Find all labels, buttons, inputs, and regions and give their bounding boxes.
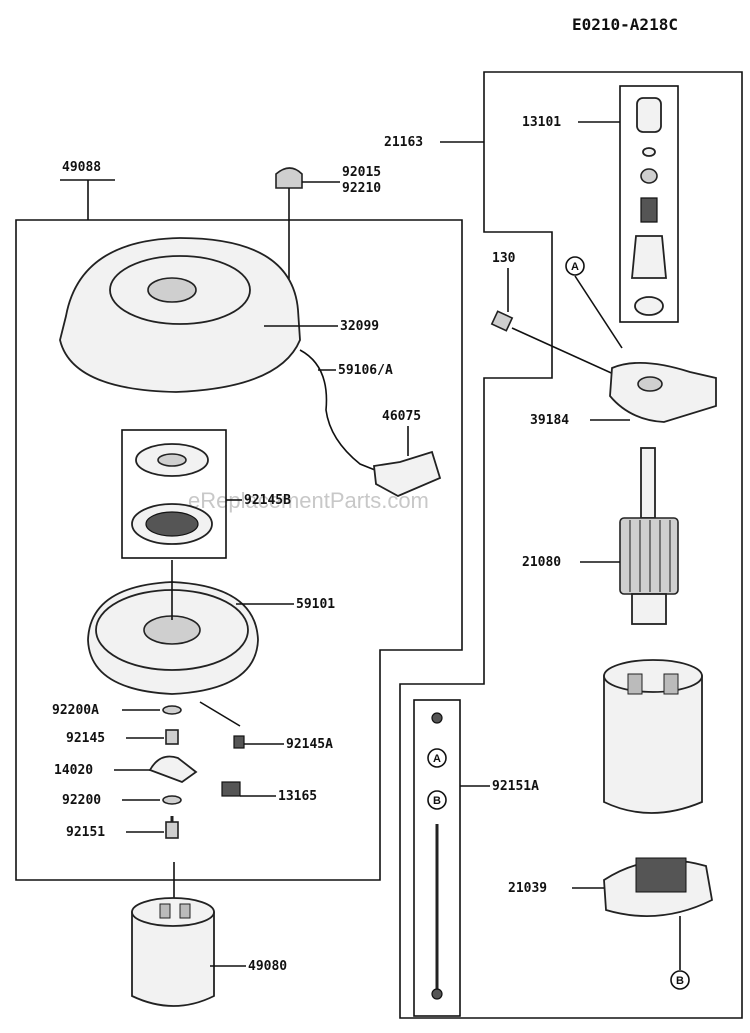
- ratchet-14020: [148, 755, 198, 784]
- label-92145B: 92145B: [244, 493, 291, 508]
- washer-92200: [162, 795, 182, 805]
- pawl-13165: [221, 781, 241, 797]
- label-92151A: 92151A: [492, 779, 539, 794]
- label-59101: 59101: [296, 597, 335, 612]
- label-59106: 59106/A: [338, 363, 393, 378]
- label-13101: 13101: [522, 115, 561, 130]
- screw-130: [490, 310, 514, 332]
- label-39184: 39184: [530, 413, 569, 428]
- label-32099: 32099: [340, 319, 379, 334]
- svg-text:A: A: [433, 753, 441, 765]
- pinion-spring: [640, 197, 658, 223]
- label-130: 130: [492, 251, 516, 266]
- cap-nut-92015: [275, 167, 303, 189]
- handle-46075: [373, 450, 442, 497]
- label-46075: 46075: [382, 409, 421, 424]
- label-92015: 92015: [342, 165, 381, 180]
- label-92200: 92200: [62, 793, 101, 808]
- pinion-nut: [640, 168, 658, 184]
- label-92145: 92145: [66, 731, 105, 746]
- label-92151: 92151: [66, 825, 105, 840]
- svg-text:A: A: [571, 261, 579, 273]
- armature-shaft: [640, 447, 656, 519]
- bracket-39184: [609, 361, 717, 423]
- bolt-92151: [165, 821, 179, 839]
- label-49088: 49088: [62, 160, 101, 175]
- label-92145A: 92145A: [286, 737, 333, 752]
- recoil-starter-assembly-frame: [15, 219, 463, 881]
- ref-mark-a: [565, 256, 585, 276]
- spring-92145: [165, 729, 179, 745]
- starter-rope: [299, 349, 381, 473]
- starter-motor-assembly-frame: [399, 71, 743, 1019]
- svg-text:B: B: [676, 975, 684, 987]
- washer-92200A: [162, 705, 182, 715]
- label-92200A: 92200A: [52, 703, 99, 718]
- pinion-washer: [642, 147, 656, 157]
- pinion-gear: [631, 235, 667, 279]
- spring-subassembly-frame: [121, 429, 227, 559]
- label-21039: 21039: [508, 881, 547, 896]
- label-21163: 21163: [384, 135, 423, 150]
- label-13165: 13165: [278, 789, 317, 804]
- spring-92145A: [233, 735, 245, 749]
- through-bolt-frame: [413, 699, 461, 1017]
- label-21080: 21080: [522, 555, 561, 570]
- label-92210: 92210: [342, 181, 381, 196]
- pinion-cap: [636, 97, 662, 133]
- label-14020: 14020: [54, 763, 93, 778]
- pinion-subassembly-frame: [619, 85, 679, 323]
- label-49080: 49080: [248, 959, 287, 974]
- diagram-code: E0210-A218C: [572, 15, 678, 34]
- through-bolt-nut: [431, 712, 443, 724]
- svg-text:B: B: [433, 795, 441, 807]
- pinion-collar: [634, 296, 664, 316]
